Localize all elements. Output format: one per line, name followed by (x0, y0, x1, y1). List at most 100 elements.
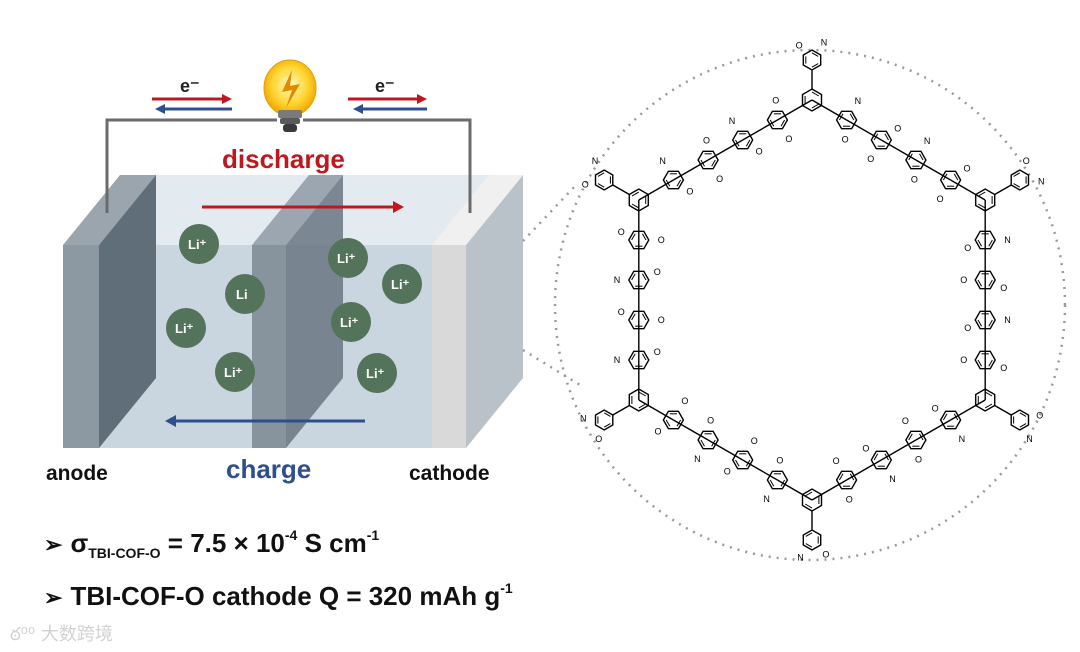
sigma-symbol: σ (70, 528, 89, 558)
benzene-ring (627, 270, 650, 290)
cathode-plate (432, 175, 523, 448)
nitrogen-atom-label: N (821, 37, 828, 47)
oxygen-atom-label: O (658, 235, 665, 245)
oxygen-atom-label: O (716, 174, 723, 184)
oxygen-atom-label: O (902, 416, 909, 426)
benzene-ring (974, 350, 997, 370)
oxygen-atom-label: O (960, 355, 967, 365)
oxygen-atom-label: O (842, 135, 849, 145)
cof-structure (594, 49, 1030, 551)
benzene-ring (975, 188, 996, 212)
electron-label-right: e⁻ (375, 76, 395, 96)
benzene-ring (731, 130, 754, 150)
bond (811, 479, 847, 501)
li-ion-label: Li⁺ (224, 365, 243, 380)
benzene-ring (731, 450, 754, 470)
li-ion-label: Li⁺ (391, 277, 410, 292)
benzene-ring (697, 150, 719, 170)
oxygen-atom-label: O (756, 147, 763, 157)
benzene-ring (835, 110, 858, 130)
oxygen-atom-label: O (960, 275, 967, 285)
li-ion-label: Li⁺ (366, 366, 385, 381)
nitrogen-atom-label: N (1004, 315, 1011, 325)
benzene-ring (905, 150, 927, 170)
discharge-label: discharge (222, 144, 345, 174)
nitrogen-atom-label: N (659, 156, 666, 166)
nitrogen-atom-label: N (1038, 176, 1045, 186)
oxygen-atom-label: O (776, 455, 783, 465)
benzene-ring (870, 450, 893, 470)
oxygen-atom-label: O (658, 315, 665, 325)
oxygen-atom-label: O (703, 135, 710, 145)
benzene-ring (662, 170, 685, 190)
bond (612, 404, 630, 416)
oxygen-atom-label: O (911, 175, 918, 185)
oxygen-atom-label: O (796, 40, 803, 50)
bond (638, 399, 674, 421)
separator-plate (252, 175, 343, 448)
internal-discharge-arrow (202, 201, 404, 213)
electron-arrows-left (152, 94, 232, 114)
oxygen-atom-label: O (681, 396, 688, 406)
benzene-ring (939, 410, 962, 430)
li-ion: Li⁺ (166, 308, 206, 348)
conductivity-unit-exponent: -1 (366, 527, 380, 543)
electron-label-left: e⁻ (180, 76, 200, 96)
li-ion-label: Li⁺ (337, 251, 356, 266)
li-ion: Li⁺ (357, 353, 397, 393)
nitrogen-atom-label: N (797, 553, 804, 563)
li-ion-label: Li⁺ (188, 237, 207, 252)
benzene-ring (697, 430, 719, 450)
zoom-lines (522, 182, 581, 387)
watermark: ఠ⁰⁰ 大数跨境 (10, 620, 113, 649)
benzene-ring (594, 409, 614, 431)
cathode-label: cathode (409, 462, 490, 485)
nitrogen-atom-label: N (959, 434, 966, 444)
benzene-ring (974, 310, 997, 330)
benzene-ring (627, 350, 650, 370)
li-ion: Li⁺ (382, 264, 422, 304)
anode-plate (63, 175, 156, 448)
benzene-ring (1010, 169, 1030, 191)
conductivity-value: = 7.5 × 10 (160, 528, 285, 558)
benzene-ring (627, 230, 650, 250)
bullet-arrow-icon: ➢ (44, 585, 63, 610)
nitrogen-atom-label: N (592, 156, 599, 166)
oxygen-atom-label: O (937, 194, 944, 204)
capacity-text: TBI-COF-O cathode Q = 320 mAh g (70, 581, 501, 611)
li-ion: Li⁺ (179, 224, 219, 264)
bond (612, 184, 630, 196)
li-ion: Li (225, 274, 265, 314)
oxygen-atom-label: O (618, 307, 625, 317)
benzene-ring (835, 470, 858, 490)
oxygen-atom-label: O (1023, 156, 1030, 166)
capacity-exponent: -1 (500, 580, 513, 596)
oxygen-atom-label: O (1000, 283, 1007, 293)
benzene-ring (975, 388, 996, 412)
oxygen-atom-label: O (707, 415, 714, 425)
oxygen-atom-label: O (582, 179, 589, 189)
oxygen-atom-label: O (867, 154, 874, 164)
oxygen-atom-label: O (686, 187, 693, 197)
nitrogen-atom-label: N (614, 355, 621, 365)
oxygen-atom-label: O (894, 123, 901, 133)
li-ion-label: Li⁺ (340, 315, 359, 330)
benzene-ring (627, 310, 650, 330)
oxygen-atom-label: O (772, 95, 779, 105)
nitrogen-atom-label: N (729, 116, 736, 126)
benzene-ring (766, 110, 789, 130)
benzene-ring (870, 130, 893, 150)
watermark-logo-icon: ఠ⁰⁰ (10, 624, 41, 645)
benzene-ring (1010, 409, 1030, 431)
oxygen-atom-label: O (724, 467, 731, 477)
light-bulb-icon (263, 59, 317, 132)
nitrogen-atom-label: N (763, 494, 770, 504)
nitrogen-atom-label: N (580, 414, 587, 424)
conductivity-bullet: ➢σTBI-COF-O = 7.5 × 10-4 S cm-1 (44, 527, 379, 561)
oxygen-atom-label: O (618, 227, 625, 237)
anode-label: anode (46, 462, 108, 485)
oxygen-atom-label: O (964, 163, 971, 173)
capacity-bullet: ➢ TBI-COF-O cathode Q = 320 mAh g-1 (44, 580, 513, 612)
